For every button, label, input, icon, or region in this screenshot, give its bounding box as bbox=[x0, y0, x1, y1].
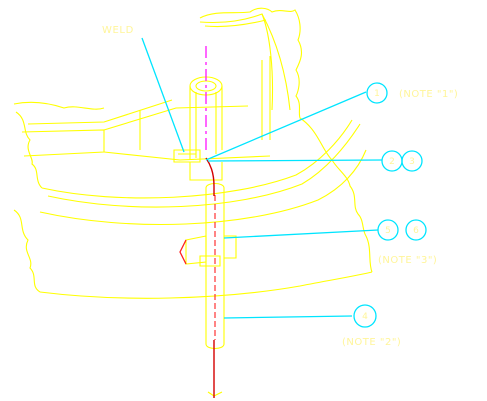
callout-number: 3 bbox=[409, 157, 415, 167]
callout-bubble bbox=[353, 304, 377, 328]
callout-bubble bbox=[401, 150, 423, 172]
callout-number: 4 bbox=[362, 312, 368, 322]
callout-1: 1 (NOTE "1") bbox=[366, 82, 458, 104]
callout-number: 2 bbox=[389, 157, 395, 167]
callout-5-6: 5 6 (NOTE "3") bbox=[377, 219, 437, 266]
callout-note: (NOTE "3") bbox=[378, 255, 437, 266]
callout-4: 4 (NOTE "2") bbox=[342, 304, 401, 348]
callout-2-3: 2 3 bbox=[381, 150, 423, 172]
callout-bubble bbox=[405, 219, 427, 241]
callout-bubble bbox=[377, 219, 399, 241]
callout-bubble bbox=[366, 82, 388, 104]
tube bbox=[205, 182, 225, 397]
leader-lines bbox=[141, 37, 383, 319]
callout-number: 1 bbox=[374, 89, 380, 99]
weld-label: WELD bbox=[102, 25, 134, 36]
callout-note: (NOTE "1") bbox=[399, 89, 458, 100]
callout-number: 6 bbox=[413, 226, 419, 236]
callout-note: (NOTE "2") bbox=[342, 337, 401, 348]
tank-structure bbox=[13, 7, 373, 299]
clamp bbox=[179, 235, 237, 267]
callout-number: 5 bbox=[385, 226, 391, 236]
